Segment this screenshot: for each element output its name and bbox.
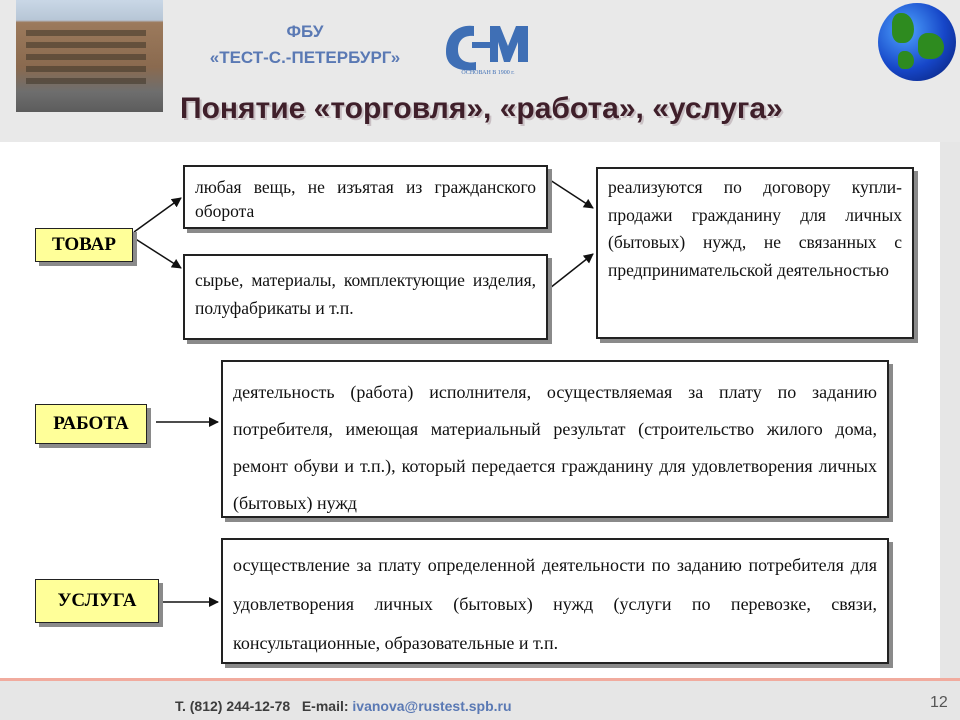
label-usluga: УСЛУГА [35, 579, 159, 623]
building-photo [16, 0, 163, 112]
page-number: 12 [930, 694, 948, 712]
logo-caption: ОСНОВАН В 1900 г. [461, 70, 515, 76]
footer-email-link[interactable]: ivanova@rustest.spb.ru [352, 698, 511, 714]
box-tovar-result: реализуются по договору купли-продажи гр… [596, 167, 914, 339]
tovar-option1-text: любая вещь, не изъятая из гражданского о… [195, 175, 536, 223]
rabota-definition-text: деятельность (работа) исполнителя, осуще… [233, 374, 877, 522]
diagram-area: ТОВАР любая вещь, не изъятая из гражданс… [0, 142, 940, 678]
org-name-line1: ФБУ [180, 22, 430, 42]
tovar-result-text: реализуются по договору купли-продажи гр… [608, 174, 902, 284]
arrow-tovar-option1 [134, 198, 181, 232]
box-usluga-definition: осуществление за плату определенной деят… [221, 538, 889, 664]
usluga-definition-text: осуществление за плату определенной деят… [233, 546, 877, 663]
footer-email-label: E-mail: [302, 698, 349, 714]
page-title: Понятие «торговля», «работа», «услуга» [180, 92, 940, 126]
box-rabota-definition: деятельность (работа) исполнителя, осуще… [221, 360, 889, 518]
arrow-option2-result [550, 254, 593, 288]
box-tovar-option1: любая вещь, не изъятая из гражданского о… [183, 165, 548, 229]
arrow-tovar-option2 [134, 238, 181, 268]
header: ФБУ «ТЕСТ-С.-ПЕТЕРБУРГ» ОСНОВАН В 1900 г… [0, 0, 960, 142]
tovar-option2-text: сырье, материалы, комплектующие изделия,… [195, 266, 536, 322]
label-rabota: РАБОТА [35, 404, 147, 444]
globe-icon [878, 3, 956, 81]
box-tovar-option2: сырье, материалы, комплектующие изделия,… [183, 254, 548, 340]
org-name-line2: «ТЕСТ-С.-ПЕТЕРБУРГ» [180, 48, 430, 68]
arrow-option1-result [550, 180, 593, 208]
footer-phone: Т. (812) 244-12-78 [175, 698, 290, 714]
label-tovar: ТОВАР [35, 228, 133, 262]
csm-logo: ОСНОВАН В 1900 г. [438, 12, 538, 76]
footer-contacts: Т. (812) 244-12-78 E-mail: ivanova@ruste… [175, 698, 512, 714]
footer: Т. (812) 244-12-78 E-mail: ivanova@ruste… [0, 678, 960, 720]
footer-divider [0, 678, 960, 681]
